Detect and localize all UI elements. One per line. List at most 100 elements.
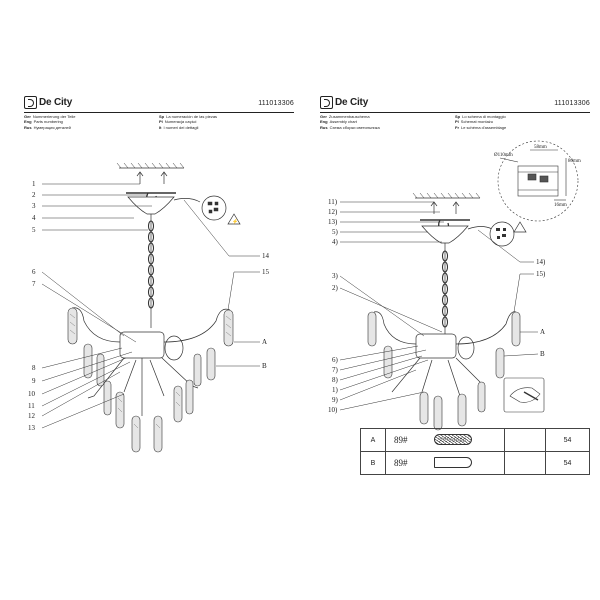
callout-1: 1 xyxy=(32,180,36,188)
callout-14: 14) xyxy=(536,258,546,266)
lang-caption: Lo schema di montaggio xyxy=(462,114,506,119)
dim-thickness: 16mm xyxy=(554,203,567,208)
callout-8: 8 xyxy=(32,364,36,372)
callout-6: 6 xyxy=(32,268,36,276)
callout-9: 9 xyxy=(32,377,36,385)
callout-2: 2 xyxy=(32,191,36,199)
lang-code: Rus xyxy=(320,124,328,130)
callout-4: 4 xyxy=(32,214,36,222)
callout-a: A xyxy=(540,328,545,336)
callout-8: 8) xyxy=(332,376,339,384)
lang-code: Sp xyxy=(159,114,165,119)
lang-code: Eng xyxy=(320,119,328,125)
callout-5: 5) xyxy=(332,228,339,236)
decity-logo-icon xyxy=(320,96,333,109)
lang-caption: Le schéma d'assemblage xyxy=(461,124,507,130)
callout-12: 12 xyxy=(28,412,36,420)
article-code: 111013306 xyxy=(554,100,590,107)
lang-caption: Нумерация деталей xyxy=(33,124,71,130)
callout-6: 6) xyxy=(332,356,339,364)
lang-caption: I numeri dei dettagli xyxy=(163,124,199,130)
lang-code: Pl xyxy=(159,119,163,125)
brand-name: De City xyxy=(335,97,369,108)
table-row: A 89# 54 xyxy=(360,428,590,452)
lang-code: Sp xyxy=(455,114,461,119)
header-divider xyxy=(320,112,590,113)
callout-2: 2) xyxy=(332,284,339,292)
lang-caption: Parts numbering xyxy=(33,119,63,125)
callout-10: 10 xyxy=(28,390,36,398)
lang-code: Ger xyxy=(24,114,31,119)
part-qty: 54 xyxy=(545,451,590,475)
part-code-cell: 89# xyxy=(385,428,505,452)
part-code: 89# xyxy=(394,458,408,468)
callout-3: 3) xyxy=(332,272,339,280)
table-row: B 89# 54 xyxy=(360,451,590,475)
callout-7: 7 xyxy=(32,280,36,288)
callout-12: 12) xyxy=(328,208,338,216)
lang-caption: Схема сборки светильника xyxy=(329,124,380,130)
lang-caption: Numeracja części xyxy=(164,119,197,125)
decity-logo-icon xyxy=(24,96,37,109)
dim-width: 58mm xyxy=(534,145,547,150)
callout-14: 14 xyxy=(262,252,270,260)
callout-15: 15) xyxy=(536,270,546,278)
blank-cell xyxy=(504,428,546,452)
lang-code: It xyxy=(159,124,162,130)
brand-logo: De City xyxy=(24,96,72,109)
callout-a: A xyxy=(262,338,267,346)
lang-caption: Assembly chart xyxy=(329,119,357,125)
lang-code: Ger xyxy=(320,114,327,119)
brand-logo: De City xyxy=(320,96,368,109)
callout-9: 9) xyxy=(332,396,339,404)
lang-caption: Zusammenbauschema xyxy=(328,114,370,119)
part-id: A xyxy=(360,428,386,452)
cut-crystal-icon xyxy=(434,434,472,445)
callout-3: 3 xyxy=(32,202,36,210)
lang-code: Pl xyxy=(455,119,459,125)
part-qty: 54 xyxy=(545,428,590,452)
callout-b: B xyxy=(540,350,545,358)
callout-5: 5 xyxy=(32,226,36,234)
crystal-parts-table: A 89# 54 B 89# 54 xyxy=(360,428,590,475)
chandelier-drawing: ⚡ 1 2 3 4 5 6 7 8 9 1 xyxy=(28,162,270,453)
dim-height: 80mm xyxy=(568,159,581,164)
lang-code: Eng xyxy=(24,119,32,125)
blank-cell xyxy=(504,451,546,475)
lang-caption: Schemat montażu xyxy=(460,119,494,125)
dim-diameter: Ø110mm xyxy=(494,153,513,158)
callout-4: 4) xyxy=(332,238,339,246)
part-code: 89# xyxy=(394,435,408,445)
callout-1: 1) xyxy=(332,386,339,394)
lang-code: Fr xyxy=(455,124,459,130)
callout-11: 11 xyxy=(28,402,35,410)
part-code-cell: 89# xyxy=(385,451,505,475)
part-id: B xyxy=(360,451,386,475)
callout-15: 15 xyxy=(262,268,270,276)
header-divider xyxy=(24,112,294,113)
callout-b: B xyxy=(262,362,267,370)
assembly-drawing: 58mm 80mm Ø110mm 16mm xyxy=(328,140,581,431)
callout-10: 10) xyxy=(328,406,338,414)
lang-caption: Nummerierung der Teile xyxy=(32,114,76,119)
lang-code: Rus xyxy=(24,124,32,130)
callout-7: 7) xyxy=(332,366,339,374)
lang-caption: La numeración de las piezas xyxy=(166,114,218,119)
callout-11: 11) xyxy=(328,198,338,206)
brand-name: De City xyxy=(39,97,73,108)
smooth-crystal-icon xyxy=(434,457,472,468)
article-code: 111013306 xyxy=(258,100,294,107)
callout-13: 13 xyxy=(28,424,36,432)
callout-13: 13) xyxy=(328,218,338,226)
svg-text:⚡: ⚡ xyxy=(232,218,238,225)
